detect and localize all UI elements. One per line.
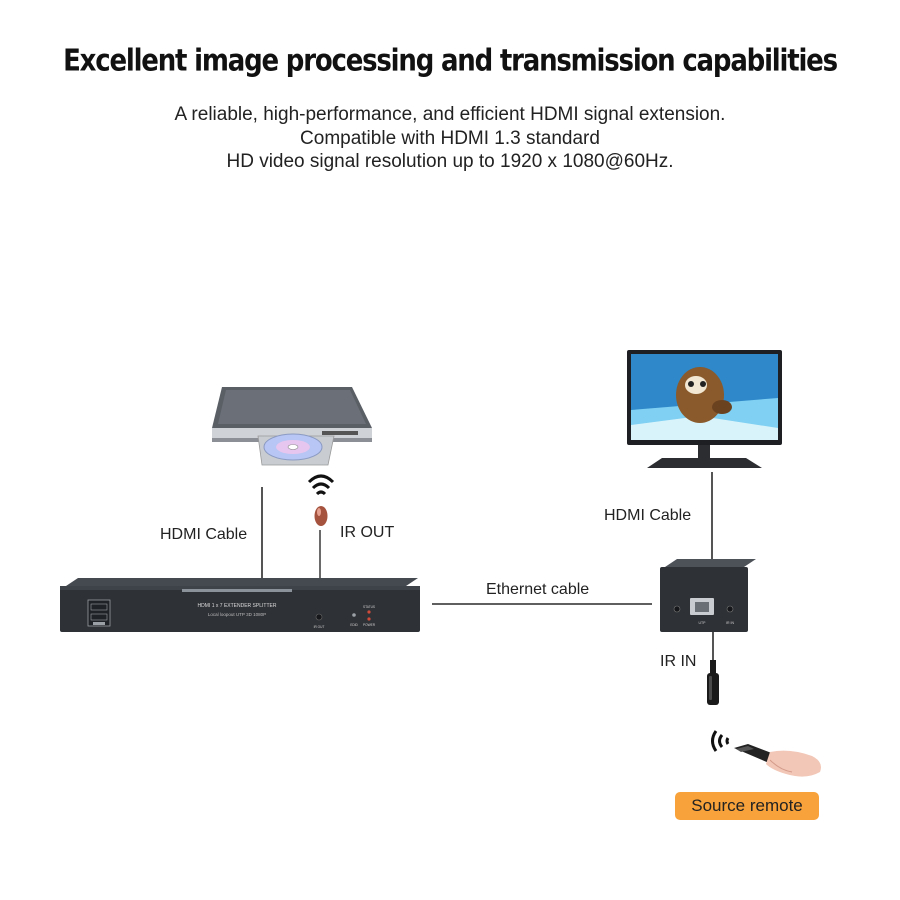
ir-in-sensor [707,660,719,705]
transmitter-splitter: HDMI 1 x 7 EXTENDER SPLITTER Local loopo… [60,578,420,632]
ir-out-emitter [307,474,335,526]
remote-control-hand [734,744,821,777]
subtitle-line-1: A reliable, high-performance, and effici… [174,104,726,125]
right-hdmi-cable-label: HDMI Cable [604,507,692,524]
transmitter-power-label: POWER [363,623,376,627]
receiver-irin-label: IR IN [726,621,734,625]
transmitter-edid-label: EDID [350,623,358,627]
receiver-utp-label: UTP [699,621,707,625]
transmitter-front-text-1: HDMI 1 x 7 EXTENDER SPLITTER [198,603,277,609]
tv-monitor [627,350,782,468]
ir-out-label: IR OUT [340,524,395,541]
source-remote-badge: Source remote [675,792,819,820]
page-title: Excellent image processing and transmiss… [63,43,838,79]
subtitle-line-2: Compatible with HDMI 1.3 standard [300,128,600,149]
receiver-extender: UTP IR IN [660,559,756,632]
left-hdmi-cable-label: HDMI Cable [160,526,248,543]
transmitter-front-text-2: Local loopout UTP 3D 1080P [208,612,266,617]
subtitle-line-3: HD video signal resolution up to 1920 x … [226,151,674,172]
ir-in-label: IR IN [660,653,697,670]
transmitter-status-label: STATUS [363,605,375,609]
ethernet-cable-label: Ethernet cable [486,581,590,598]
transmitter-irout-port-label: IR OUT [314,625,325,629]
disc-tray [257,433,335,466]
dvd-player [212,387,372,442]
remote-signal-icon [711,730,730,752]
